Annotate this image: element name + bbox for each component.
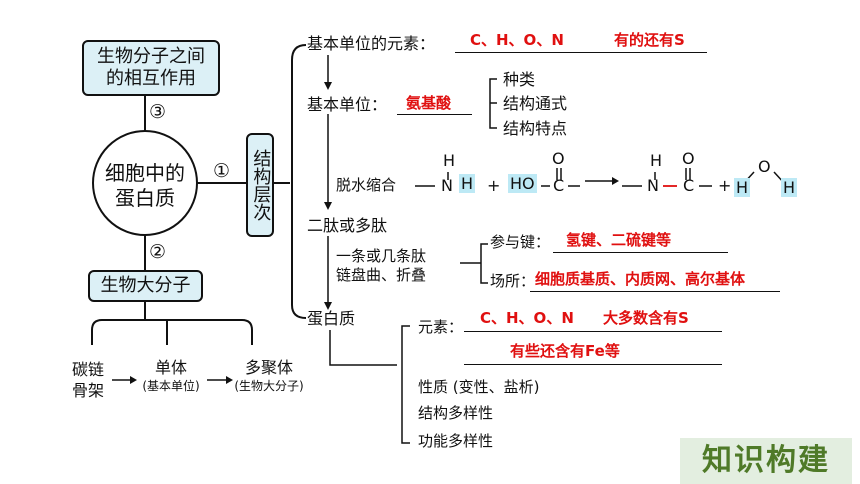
top-box-line2: 的相互作用	[106, 68, 196, 89]
protein-function-diversity: 功能多样性	[418, 432, 494, 450]
carbon-skeleton: 碳链 骨架	[72, 360, 104, 402]
structure-level-label: 结构层次	[250, 149, 272, 221]
carbon-line1: 碳链	[72, 360, 105, 379]
number-1: ①	[213, 160, 231, 182]
product-H-top: H	[650, 151, 663, 170]
product-O-top: O	[682, 149, 695, 168]
elements-underline	[455, 52, 707, 53]
amine-H-top: H	[443, 151, 456, 170]
acid-O-top: O	[552, 149, 565, 168]
acid-HO-highlight: HO	[508, 174, 537, 193]
water-H-right-highlight: H	[781, 178, 798, 197]
unit-item-feature: 结构特点	[503, 119, 568, 138]
peptide-fold-line2: 链盘曲、折叠	[336, 265, 427, 284]
protein-elements-underline-1	[464, 331, 722, 332]
top-box-line1: 生物分子之间	[97, 45, 205, 67]
protein-elements-underline-2	[464, 364, 722, 365]
unit-item-kind: 种类	[503, 70, 536, 89]
unit-label: 基本单位：	[307, 95, 388, 114]
product-C: C	[683, 176, 695, 195]
protein-structure-diversity: 结构多样性	[418, 404, 494, 422]
amine-H-highlight: H	[459, 174, 476, 193]
amine-H-right: H	[459, 174, 476, 193]
number-3: ③	[149, 101, 167, 123]
polymer-label: 多聚体	[244, 358, 293, 377]
monomer: 单体 (基本单位)	[133, 358, 209, 393]
plus-1: +	[487, 176, 501, 195]
elements-label: 基本单位的元素：	[307, 34, 436, 53]
bottom-box-label: 生物大分子	[100, 274, 191, 296]
peptide-label: 二肽或多肽	[307, 216, 388, 235]
knowledge-badge-label: 知识构建	[702, 443, 830, 479]
site-underline	[530, 291, 780, 292]
site-label: 场所：	[490, 272, 536, 290]
protein-elements-label: 元素：	[418, 318, 464, 336]
bond-label: 参与键：	[490, 233, 551, 251]
bond-answer: 氢键、二硫键等	[566, 231, 672, 249]
water-H-left-highlight: H	[734, 178, 751, 197]
elements-answer-1: C、H、O、N	[470, 31, 564, 49]
carbon-line2: 骨架	[72, 380, 105, 400]
site-answer: 细胞质基质、内质网、高尔基体	[535, 270, 746, 288]
dehydration-label: 脱水缩合	[336, 176, 397, 194]
top-box-interaction: 生物分子之间 的相互作用	[82, 40, 220, 96]
number-2: ②	[149, 241, 167, 263]
bottom-box-macromolecule: 生物大分子	[88, 270, 203, 302]
amine-N: N	[441, 176, 453, 195]
plus-2: +	[718, 176, 732, 195]
center-line1: 细胞中的	[105, 161, 185, 185]
knowledge-badge: 知识构建	[680, 438, 852, 484]
monomer-note: (基本单位)	[142, 379, 200, 393]
center-line2: 蛋白质	[115, 186, 175, 210]
polymer: 多聚体 (生物大分子)	[226, 358, 312, 393]
monomer-label: 单体	[154, 358, 187, 377]
protein-label: 蛋白质	[307, 309, 356, 328]
peptide-fold: 一条或几条肽 链盘曲、折叠	[336, 247, 426, 285]
acid-HO: HO	[508, 174, 537, 193]
unit-item-formula: 结构通式	[503, 94, 568, 113]
structure-level-box: 结构层次	[246, 133, 274, 237]
water-H-left: H	[734, 178, 751, 197]
bond-underline	[553, 252, 728, 253]
unit-underline	[397, 114, 472, 115]
protein-elements-answer-1: C、H、O、N	[480, 309, 574, 327]
water-O: O	[758, 157, 771, 176]
center-label: 细胞中的 蛋白质	[93, 161, 197, 211]
product-N: N	[647, 176, 659, 195]
water-H-right: H	[781, 178, 798, 197]
protein-elements-answer-3: 有些还含有Fe等	[510, 342, 620, 360]
protein-property: 性质 (变性、盐析)	[418, 378, 540, 396]
protein-elements-answer-2: 大多数含有S	[603, 309, 689, 327]
polymer-note: (生物大分子)	[234, 379, 304, 393]
acid-C: C	[553, 176, 565, 195]
unit-answer: 氨基酸	[406, 94, 452, 112]
elements-answer-2: 有的还有S	[614, 31, 685, 49]
peptide-fold-line1: 一条或几条肽	[336, 247, 427, 265]
